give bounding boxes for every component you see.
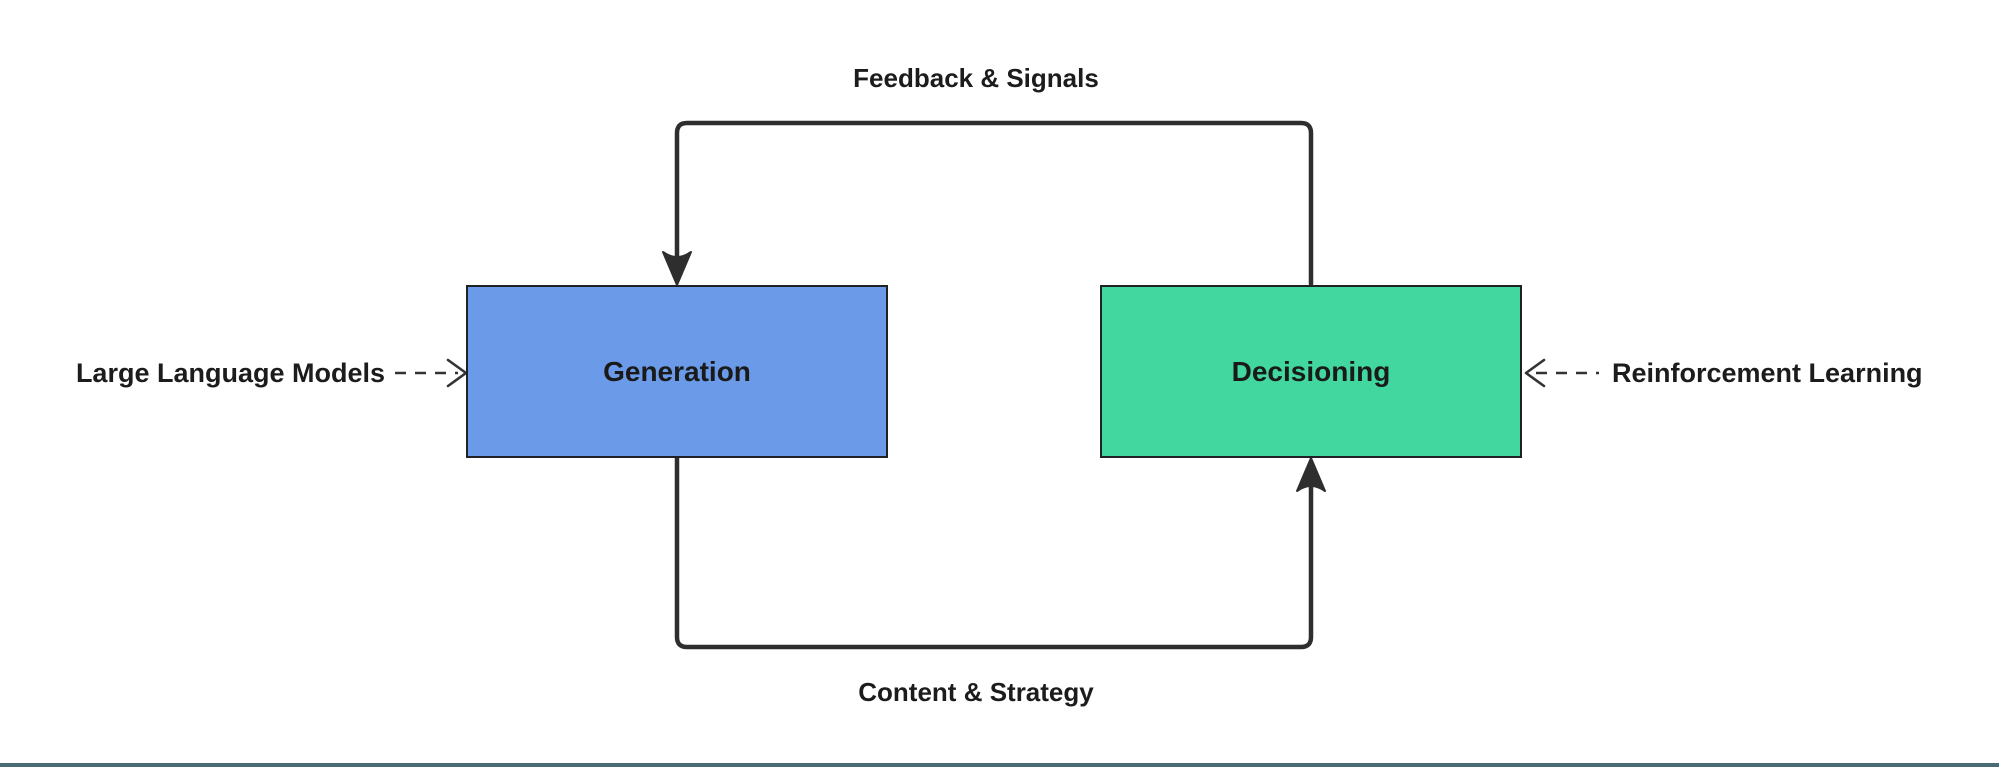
edge-content-strategy-line (674, 455, 1314, 650)
arrowhead-down-icon (662, 251, 692, 286)
bottom-divider (0, 763, 1999, 767)
node-decisioning: Decisioning (1100, 285, 1522, 458)
edge-label-feedback-signals: Feedback & Signals (853, 63, 1099, 93)
arrowhead-left-open-icon (1524, 358, 1546, 388)
arrowhead-up-icon (1296, 457, 1326, 492)
edge-label-content-strategy: Content & Strategy (858, 677, 1094, 707)
annotation-large-language-models: Large Language Models (75, 358, 385, 388)
node-generation: Generation (466, 285, 888, 458)
node-decisioning-label: Decisioning (1231, 355, 1391, 387)
node-generation-label: Generation (603, 355, 751, 387)
edge-feedback-signals-line (674, 120, 1314, 287)
annotation-reinforcement-learning: Reinforcement Learning (1612, 358, 1923, 388)
